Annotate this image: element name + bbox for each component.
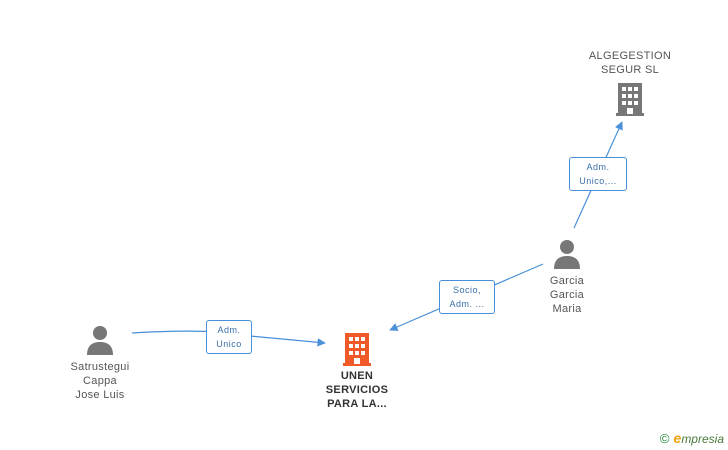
edge-label-satrustegui-unen[interactable]: Adm. Unico bbox=[206, 320, 252, 354]
empresia-watermark: ©empresia bbox=[660, 430, 724, 446]
node-unen[interactable]: UNEN SERVICIOS PARA LA... bbox=[311, 331, 403, 411]
node-satrustegui-label: Satrustegui Cappa Jose Luis bbox=[70, 361, 130, 401]
node-unen-label: UNEN SERVICIOS PARA LA... bbox=[325, 370, 389, 410]
node-garcia-label: Garcia Garcia Maria bbox=[549, 275, 585, 315]
node-satrustegui[interactable]: Satrustegui Cappa Jose Luis bbox=[54, 324, 146, 402]
edge-label-garcia-unen[interactable]: Socio, Adm. ... bbox=[439, 280, 495, 314]
node-garcia[interactable]: Garcia Garcia Maria bbox=[532, 238, 602, 316]
building-icon bbox=[616, 83, 644, 116]
copyright-icon: © bbox=[659, 431, 670, 446]
person-icon bbox=[87, 326, 113, 355]
node-algegestion-label: ALGEGESTION SEGUR SL bbox=[588, 50, 672, 76]
building-icon bbox=[343, 333, 371, 366]
brand-rest: mpresia bbox=[681, 432, 724, 446]
person-icon bbox=[554, 240, 580, 269]
brand-e: e bbox=[673, 430, 682, 446]
edge-label-garcia-algegestion[interactable]: Adm. Unico,... bbox=[569, 157, 627, 191]
node-algegestion[interactable]: ALGEGESTION SEGUR SL bbox=[585, 49, 675, 117]
